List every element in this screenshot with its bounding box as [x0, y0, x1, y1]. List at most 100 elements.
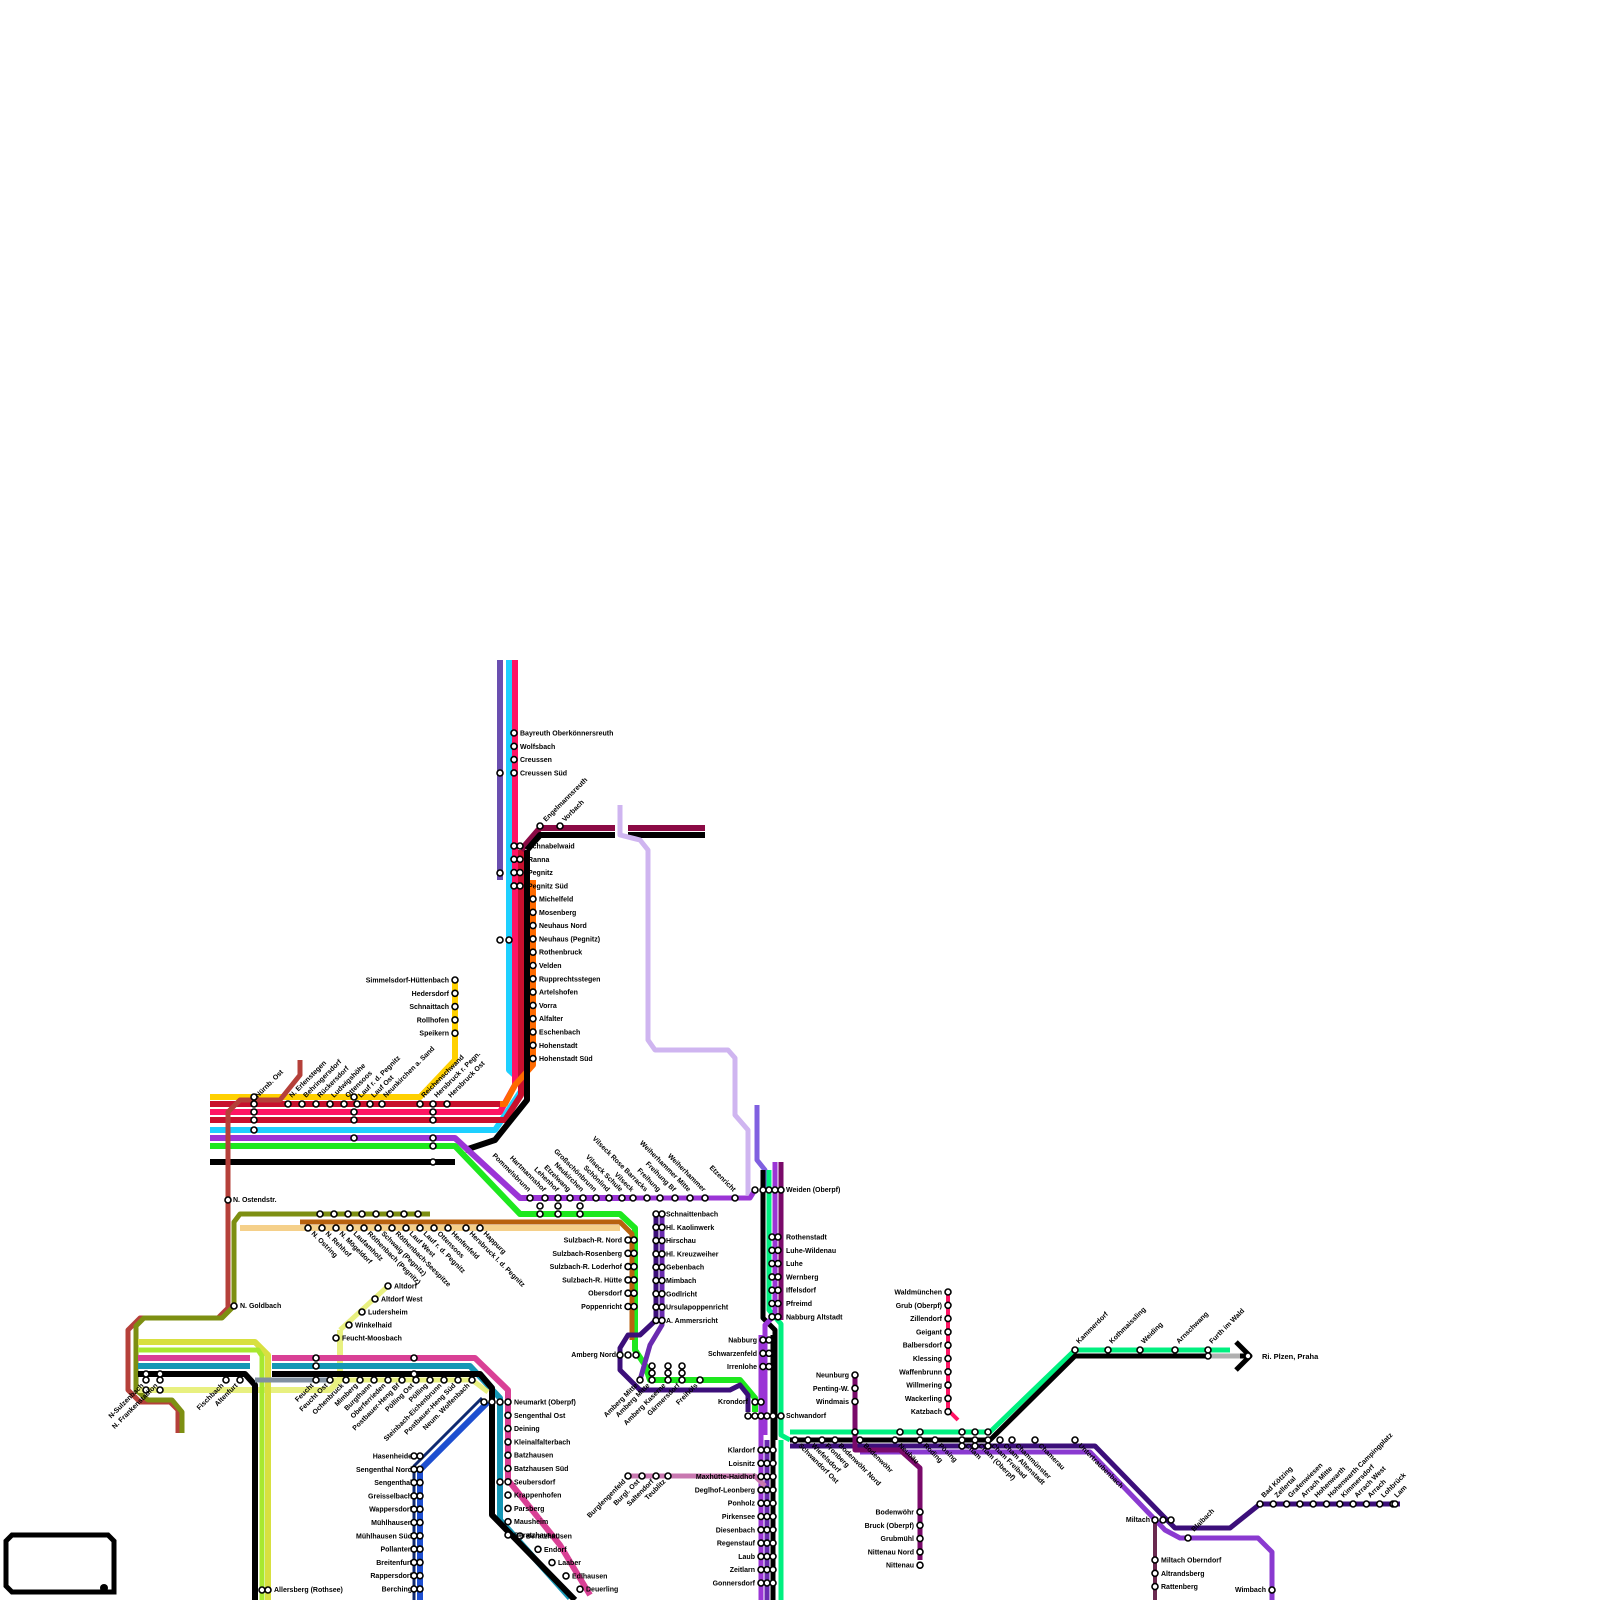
station-marker [443, 1100, 451, 1108]
station-marker [958, 1436, 966, 1444]
station-marker [536, 1210, 544, 1218]
station-label: Michelfeld [539, 897, 573, 904]
station-marker [384, 1282, 392, 1290]
station-label: Bayreuth Oberkönnersreuth [520, 731, 613, 738]
station-label: Alfalter [539, 1016, 563, 1023]
station-marker [529, 908, 537, 917]
station-marker [350, 1116, 358, 1124]
station-label: Sengenthal Nord [356, 1467, 412, 1474]
station-marker [416, 1532, 424, 1540]
station-marker [768, 1259, 776, 1268]
station-label: Creussen [520, 757, 552, 764]
station-marker [768, 1299, 776, 1308]
station-marker [504, 1504, 512, 1513]
station-marker [416, 1492, 424, 1500]
station-label: Deglhof-Leonberg [695, 1487, 755, 1494]
station-label: Penting-W. [813, 1386, 849, 1393]
station-marker [658, 1276, 666, 1285]
station-marker [430, 1224, 438, 1232]
station-marker [416, 1100, 424, 1108]
station-marker [652, 1290, 660, 1298]
station-label: Mimbach [666, 1278, 696, 1285]
station-label: Godlricht [666, 1291, 698, 1298]
station-marker [671, 1194, 679, 1202]
station-marker [378, 1100, 386, 1108]
station-marker [1204, 1346, 1212, 1354]
station-marker [504, 1464, 512, 1473]
station-marker [312, 1362, 320, 1370]
station-marker [652, 1236, 660, 1245]
station-label: Parsberg [514, 1506, 544, 1513]
station-marker [769, 1579, 777, 1587]
station-marker [510, 842, 518, 850]
station-label: Mausheim [514, 1519, 548, 1526]
station-marker [386, 1210, 394, 1218]
station-label: Simmelsdorf-Hüttenbach [366, 978, 449, 985]
station-marker [763, 1526, 771, 1534]
station-label: Ludersheim [368, 1310, 408, 1317]
station-marker [410, 1492, 418, 1500]
station-marker [516, 882, 524, 890]
station-marker [356, 1376, 364, 1384]
station-marker [576, 1202, 584, 1210]
station-marker [410, 1571, 418, 1580]
station-marker [658, 1316, 666, 1325]
station-marker [851, 1428, 859, 1436]
station-marker [384, 1376, 392, 1384]
station-marker [769, 1412, 777, 1420]
station-marker [658, 1223, 666, 1232]
station-marker [342, 1376, 350, 1384]
line-plum-bodenwoehr [852, 1375, 923, 1560]
station-marker [529, 988, 537, 996]
station-marker [664, 1376, 672, 1384]
station-marker [944, 1368, 952, 1376]
station-marker [529, 921, 537, 930]
station-label: Sengenthal [374, 1480, 412, 1487]
station-marker [744, 1412, 752, 1420]
station-marker [696, 1376, 704, 1384]
station-marker [652, 1303, 660, 1311]
station-marker [444, 1224, 452, 1232]
station-marker [757, 1459, 765, 1468]
station-marker [142, 1370, 150, 1378]
station-marker [769, 1472, 777, 1481]
station-marker [516, 1532, 524, 1540]
station-marker [763, 1552, 771, 1561]
station-marker [701, 1194, 709, 1202]
station-marker [534, 1545, 542, 1554]
station-marker [1256, 1500, 1264, 1508]
station-marker [658, 1210, 666, 1218]
line-orange-pegnitz [210, 880, 536, 1107]
station-marker [451, 1002, 459, 1011]
station-marker [652, 1263, 660, 1271]
station-marker [678, 1362, 686, 1370]
station-marker [763, 1446, 771, 1454]
station-label: Altdorf [394, 1284, 418, 1291]
station-marker [529, 1001, 537, 1010]
station-label: Balbersdorf [903, 1343, 943, 1350]
station-label: Velden [539, 963, 562, 970]
station-marker [548, 1558, 556, 1567]
station-marker [944, 1288, 952, 1296]
station-marker [916, 1534, 924, 1543]
station-marker [504, 1424, 512, 1433]
station-marker [429, 1116, 437, 1124]
station-marker [312, 1354, 320, 1362]
station-marker [851, 1397, 859, 1406]
station-marker [496, 769, 504, 777]
station-marker [1309, 1500, 1317, 1508]
station-marker [763, 1459, 771, 1468]
station-marker [769, 1526, 777, 1534]
station-marker [624, 1289, 632, 1297]
station-marker [763, 1579, 771, 1587]
station-marker [358, 1210, 366, 1218]
station-marker [769, 1565, 777, 1574]
station-marker [440, 1376, 448, 1384]
station-marker [510, 742, 518, 751]
station-label: Loisnitz [729, 1461, 756, 1468]
station-marker [236, 1376, 244, 1384]
station-marker [529, 895, 537, 903]
station-marker [1269, 1500, 1278, 1508]
station-marker [757, 1512, 765, 1521]
